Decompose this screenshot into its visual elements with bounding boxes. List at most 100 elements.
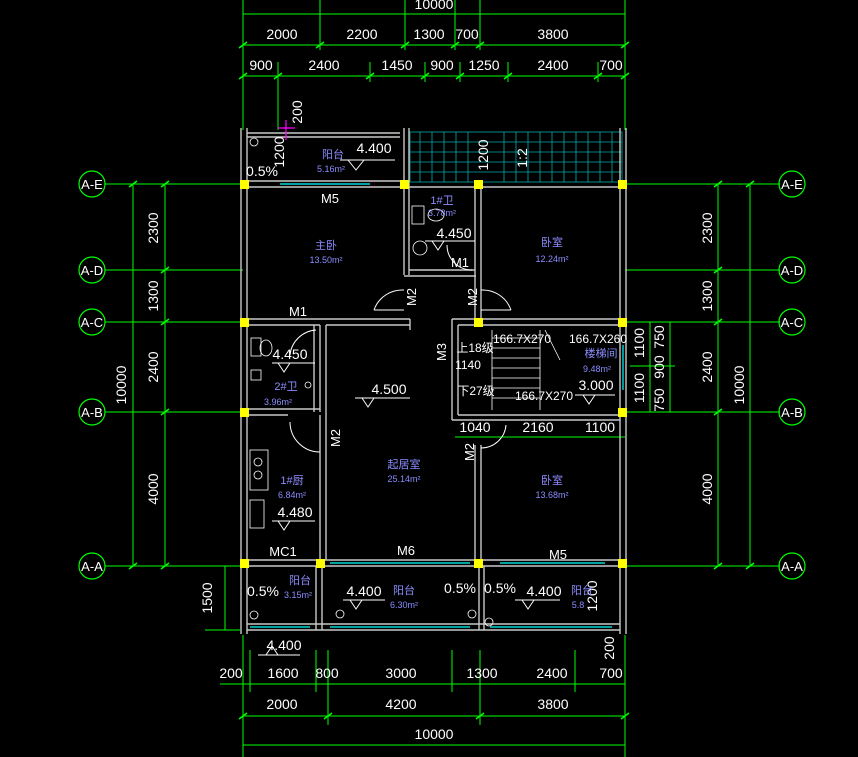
balcony-slope-ratio: 1:2 <box>514 148 530 168</box>
dim-text: 2400 <box>537 57 568 73</box>
bottom-dim-row1: 200 1600 800 3000 1300 2400 700 <box>219 665 623 681</box>
door-label: M5 <box>321 191 339 206</box>
dim-text: 2400 <box>699 351 715 382</box>
room-name: 卧室 <box>541 235 563 249</box>
door-label: MC1 <box>269 544 296 559</box>
door-labels: M5 M1 M2 M2 M1 M3 M2 M2 MC1 M6 M5 <box>269 191 567 562</box>
room-name: 主卧 <box>315 239 337 252</box>
right-dims: 2300 1300 2400 4000 10000 1100 750 900 1… <box>631 212 747 504</box>
room-name: 阳台 <box>322 147 344 161</box>
axis-labels-right: A-E A-D A-C A-B A-A <box>781 177 803 574</box>
top-dim-row1: 2000 2200 1300 700 3800 <box>266 26 568 42</box>
room-area: 9.48m² <box>583 364 611 374</box>
door-label: M6 <box>397 543 415 558</box>
room-balcony-s: 阳台 6.30m² 4.400 0.5% <box>346 580 475 610</box>
room-area: 13.68m² <box>535 490 568 500</box>
room-area: 6.84m² <box>278 490 306 500</box>
slope-text: 0.5% <box>484 580 516 596</box>
room-area: 6.30m² <box>390 600 418 610</box>
slope-text: 0.5% <box>246 163 278 179</box>
level-text: 3.000 <box>578 377 613 393</box>
axis-labels-left: A-E A-D A-C A-B A-A <box>81 177 103 574</box>
axis-bubbles-right <box>778 170 806 580</box>
dim-text: 4000 <box>699 473 715 504</box>
dim-text: 4000 <box>145 473 161 504</box>
room-name: 楼梯间 <box>585 346 618 360</box>
bottom-dim-row2: 2000 4200 3800 <box>266 696 568 712</box>
dim-text: 1200 <box>584 580 600 611</box>
windows <box>250 183 624 628</box>
bottom-total-dim: 10000 <box>415 726 454 742</box>
dim-text: 3000 <box>385 665 416 681</box>
dim-text: 2160 <box>522 419 553 435</box>
dimension-ticks <box>128 41 755 720</box>
axis-label: A-A <box>81 559 103 574</box>
stair-step-text: 166.7X270 <box>515 389 573 403</box>
door-label: M1 <box>451 255 469 270</box>
stair-down-text: 下27级 <box>457 384 494 398</box>
room-balcony-se: 阳台 5.8 4.400 0.5% <box>484 580 593 610</box>
level-text: 4.480 <box>277 504 312 520</box>
dim-text: 10000 <box>731 365 747 404</box>
dim-text: 900 <box>651 355 667 379</box>
room-name: 卧室 <box>541 473 563 487</box>
dim-text: 2400 <box>145 351 161 382</box>
room-name: 1#厨 <box>280 474 303 487</box>
dim-text: 900 <box>430 57 454 73</box>
axis-bubbles-left <box>78 170 106 580</box>
level-markers <box>258 159 615 656</box>
dim-text: 1100 <box>631 328 647 358</box>
dim-text: 900 <box>249 57 273 73</box>
room-area: 5.16m² <box>317 164 345 174</box>
magenta-marker <box>278 120 295 140</box>
dim-text: 1300 <box>699 280 715 311</box>
dim-text: 800 <box>315 665 339 681</box>
room-bath1: 1#卫 3.78m² 4.450 <box>428 195 472 241</box>
dim-text: 700 <box>455 26 479 42</box>
stair-treads <box>491 329 561 410</box>
door-label: M1 <box>289 304 307 319</box>
structural-columns <box>240 180 627 568</box>
dim-text: 200 <box>219 665 243 681</box>
room-name: 起居室 <box>388 457 421 471</box>
level-text: 4.450 <box>436 225 471 241</box>
room-living: 起居室 25.14m² 4.500 <box>371 381 420 484</box>
dim-text: 1200 <box>271 136 287 167</box>
axis-label: A-B <box>781 405 803 420</box>
slope-text: 0.5% <box>444 580 476 596</box>
room-area: 12.24m² <box>535 254 568 264</box>
slope-text: 0.5% <box>247 583 279 599</box>
room-stair: 楼梯间 9.48m² 3.000 上18级 下27级 166.7X270 166… <box>455 332 627 403</box>
door-swings <box>289 244 512 453</box>
room-area: 3.15m² <box>284 590 312 600</box>
axis-label: A-C <box>781 315 803 330</box>
axis-label: A-D <box>81 263 103 278</box>
plumbing-fixtures <box>249 137 494 627</box>
dim-text: 1100 <box>585 419 615 435</box>
dim-text: 2000 <box>266 696 297 712</box>
room-name: 阳台 <box>393 583 415 597</box>
dim-text: 1250 <box>468 57 499 73</box>
dim-text: 700 <box>599 665 623 681</box>
room-area: 3.96m² <box>264 397 292 407</box>
room-area: 25.14m² <box>387 474 420 484</box>
door-label: M2 <box>404 288 419 306</box>
door-label: M2 <box>462 443 477 461</box>
stair-step-text: 166.7X260 <box>569 332 627 346</box>
dim-text: 700 <box>599 57 623 73</box>
room-bedroom-ne: 卧室 12.24m² <box>535 235 568 264</box>
left-dims: 2300 1300 2400 4000 10000 1500 <box>113 212 215 613</box>
axis-label: A-C <box>81 315 103 330</box>
dim-text: 200 <box>601 636 617 660</box>
room-bath2: 2#卫 3.96m² 4.450 <box>264 346 308 407</box>
room-balcony-top: 阳台 5.16m² 4.400 0.5% <box>246 140 392 179</box>
axis-label: A-D <box>781 263 803 278</box>
dim-text: 200 <box>289 100 305 124</box>
dim-text: 4200 <box>385 696 416 712</box>
dim-text: 2200 <box>346 26 377 42</box>
dim-text: 2400 <box>536 665 567 681</box>
dim-text: 3800 <box>537 26 568 42</box>
dim-text: 2400 <box>308 57 339 73</box>
level-text: 4.400 <box>266 637 301 653</box>
dim-text: 1600 <box>267 665 298 681</box>
